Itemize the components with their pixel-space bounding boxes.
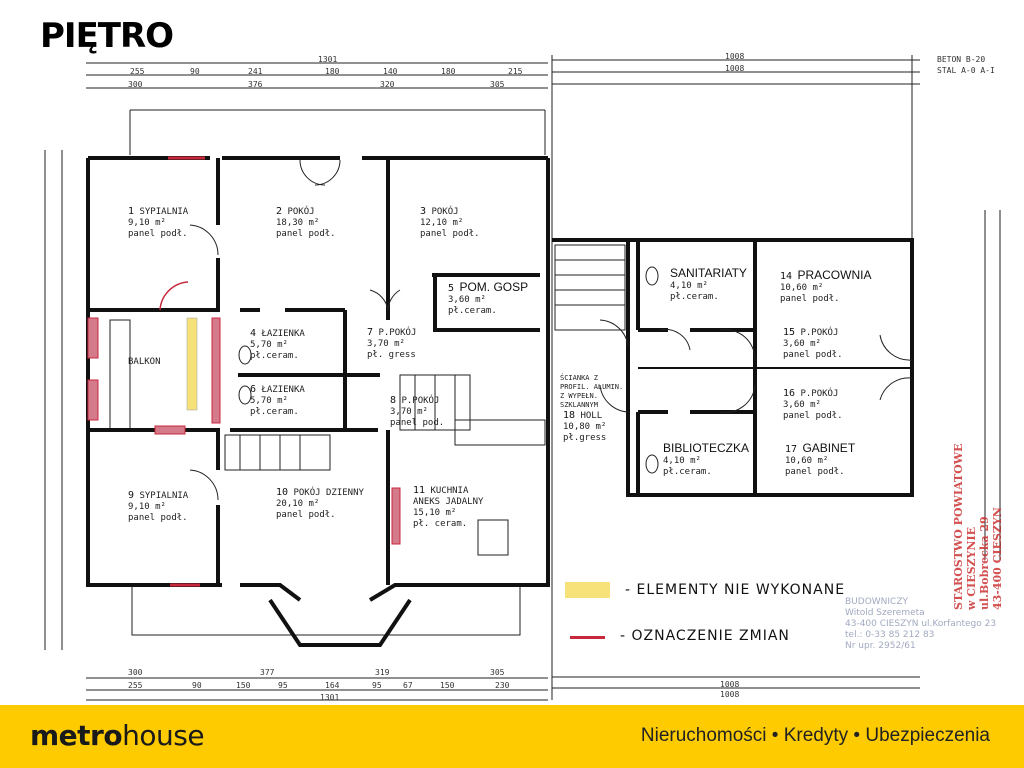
dim: 300 (128, 668, 143, 677)
dim: 140 (383, 67, 398, 76)
material-beton: BETON B-20 (937, 55, 986, 64)
dim: 255 (128, 681, 143, 690)
legend-changes: - OZNACZENIE ZMIAN (620, 628, 790, 644)
floor-title: PIĘTRO (40, 16, 174, 56)
dim: 67 (403, 681, 413, 690)
dim: 376 (248, 80, 263, 89)
dim: 241 (248, 67, 263, 76)
dim: 305 (490, 668, 505, 677)
metrohouse-logo: metrohouse (30, 719, 205, 752)
dim: 319 (375, 668, 390, 677)
dim: 95 (278, 681, 288, 690)
dim: 1008 (725, 64, 745, 73)
dim: 1301 (320, 693, 340, 702)
partition-note: ŚCIANKA Z PROFIL. ALUMIN. Z WYPEŁN. SZKL… (560, 374, 624, 409)
dim: 305 (490, 80, 505, 89)
dim: 320 (380, 80, 395, 89)
dim: 150 (236, 681, 251, 690)
dim: 1008 (720, 680, 740, 689)
dim: 255 (130, 67, 145, 76)
dim: 180 (441, 67, 456, 76)
legend-not-built: - ELEMENTY NIE WYKONANE (625, 582, 846, 598)
legend-swatch-changes (570, 636, 605, 639)
dim: 95 (372, 681, 382, 690)
floor-plan: PIĘTRO 1301 255 90 241 180 140 180 215 3… (40, 16, 1004, 702)
dim: 1008 (725, 52, 745, 61)
dim: 230 (495, 681, 510, 690)
dim: 90 (190, 67, 200, 76)
dim: 90 (192, 681, 202, 690)
footer-banner: metrohouse Nieruchomości • Kredyty • Ube… (0, 705, 1024, 768)
dim: 164 (325, 681, 340, 690)
dim: 180 (325, 67, 340, 76)
dim: 377 (260, 668, 275, 677)
dim-top-total: 1301 (318, 55, 338, 64)
footer-tagline: Nieruchomości • Kredyty • Ubezpieczenia (640, 725, 990, 746)
legend-swatch-not-built (565, 582, 610, 598)
dim: 300 (128, 80, 143, 89)
dim: 1008 (720, 690, 740, 699)
room-balkon: BALKON (128, 357, 161, 367)
dim: 215 (508, 67, 523, 76)
material-stal: STAL A-0 A-I (937, 66, 995, 75)
floor-plan-drawing (44, 55, 1001, 701)
dim: 150 (440, 681, 455, 690)
